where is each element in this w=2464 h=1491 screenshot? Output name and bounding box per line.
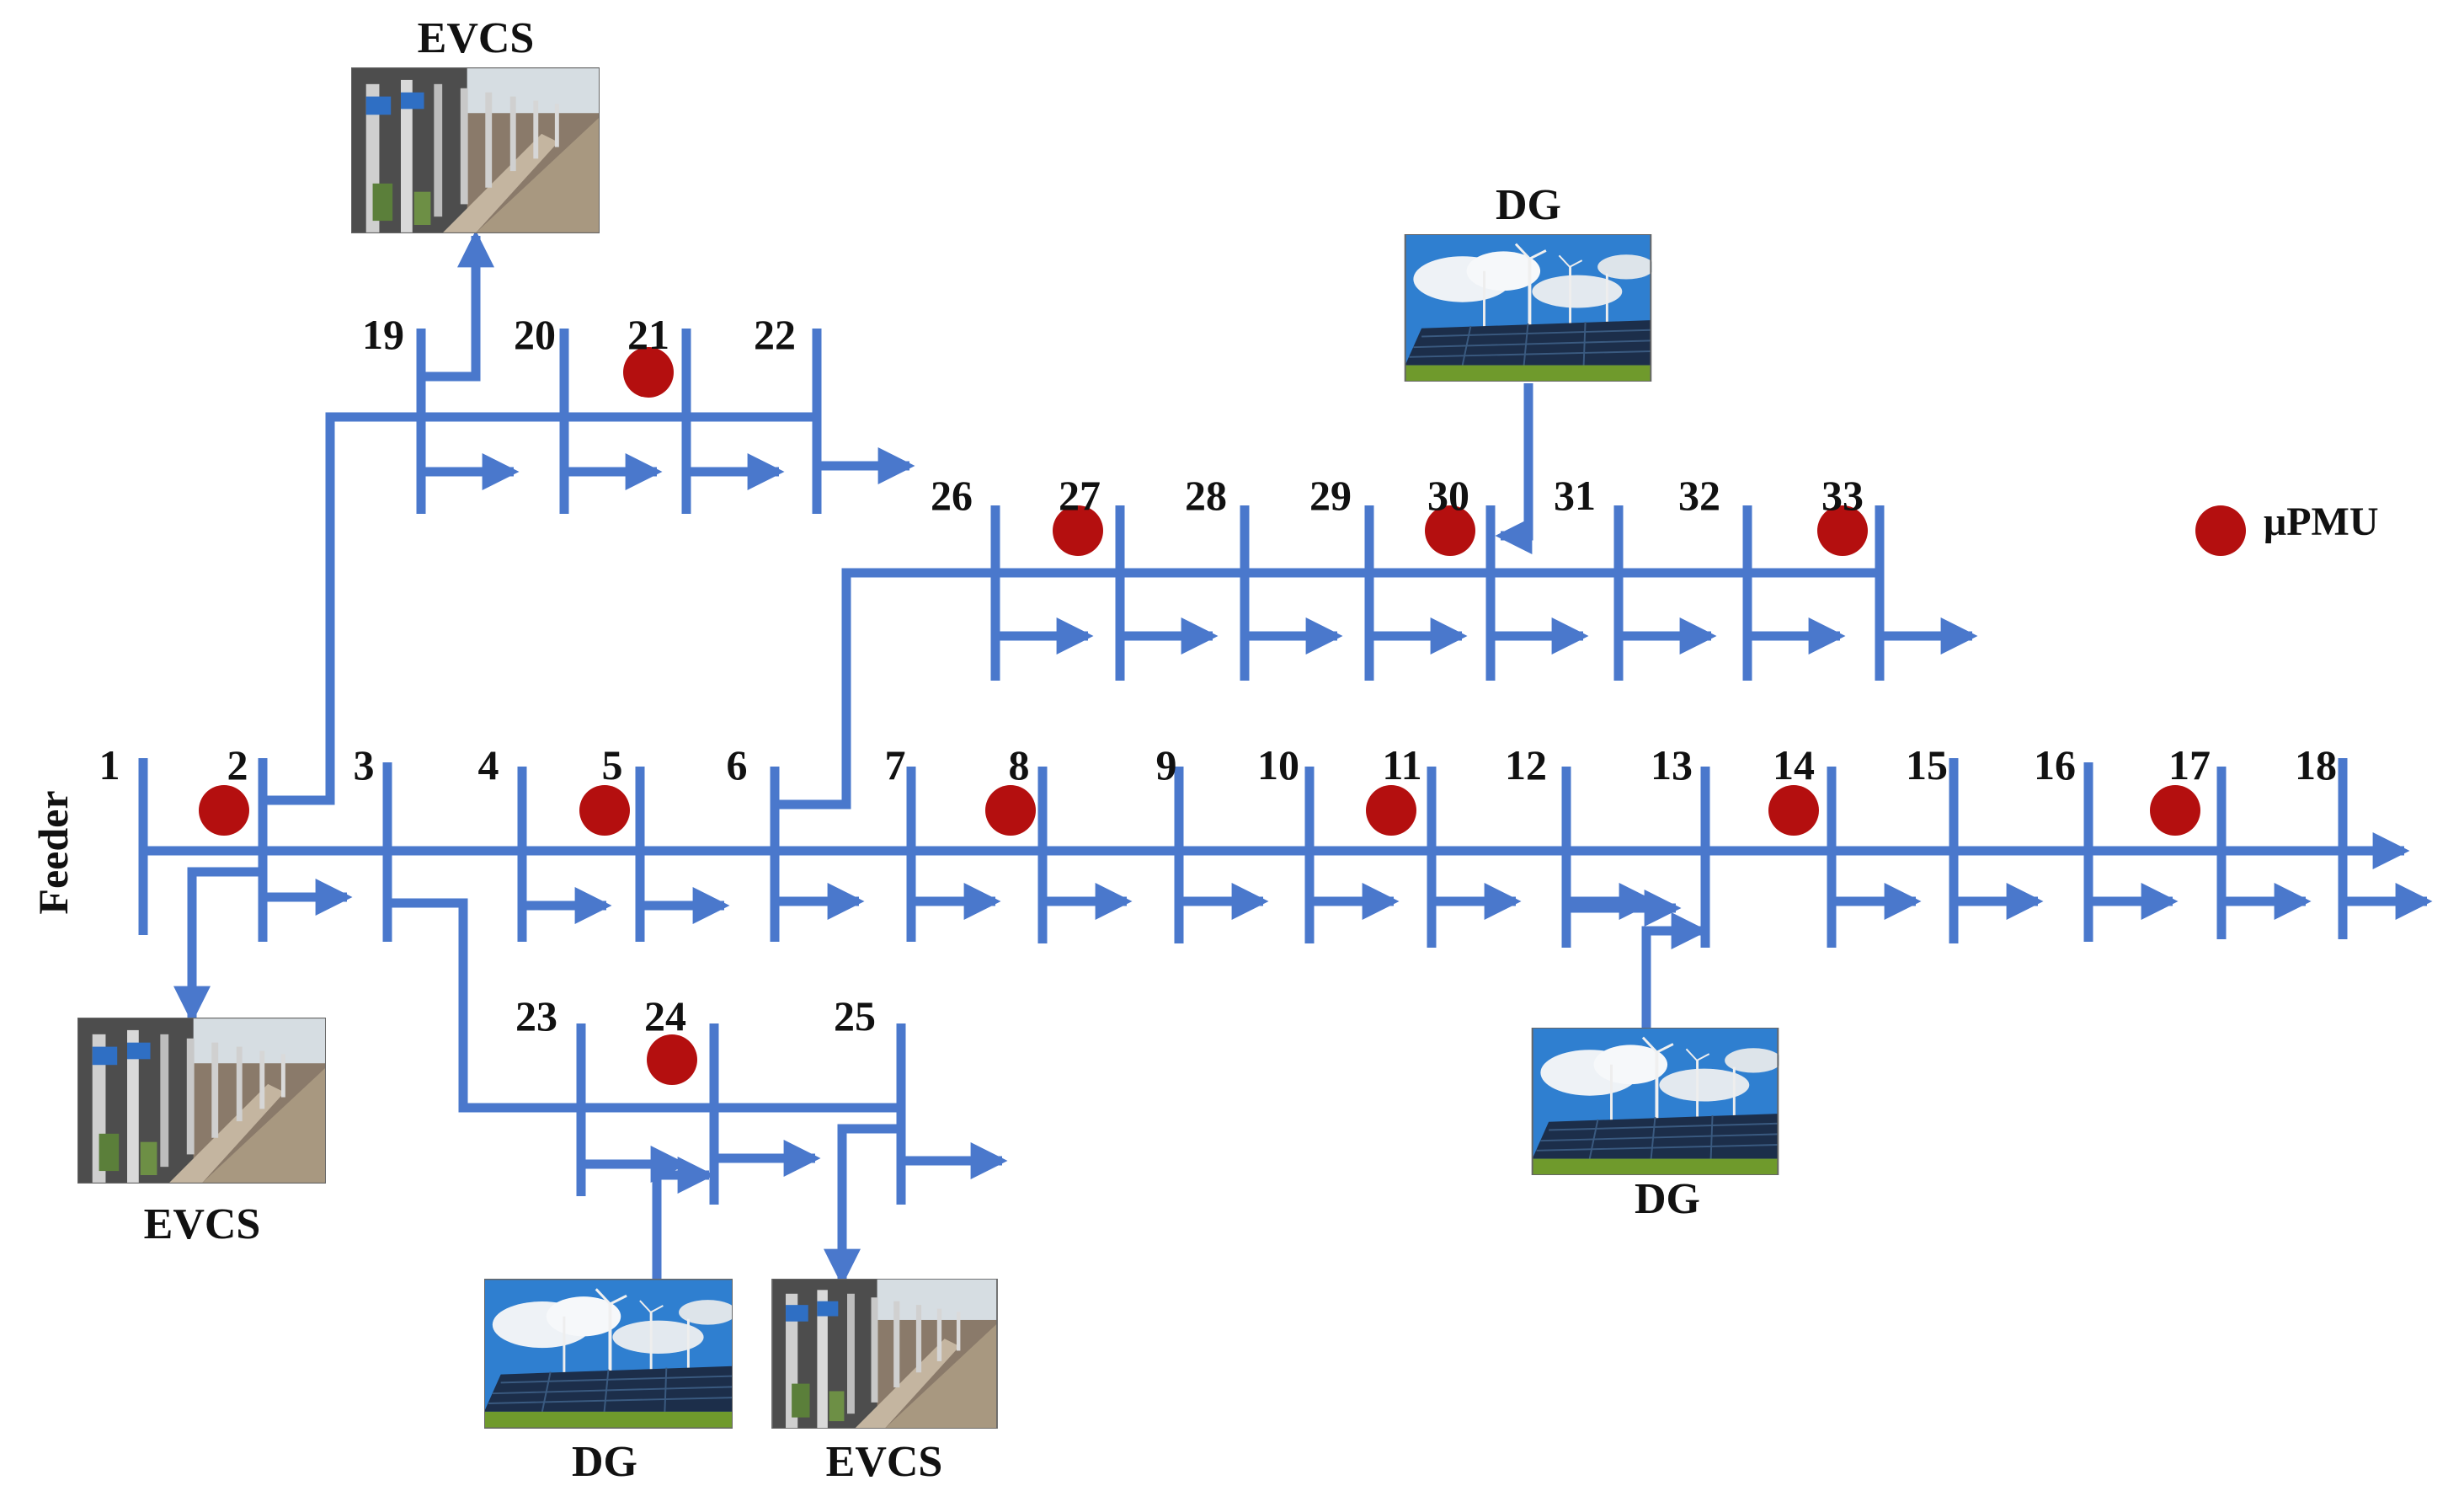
dg-right-feed: [1641, 912, 1709, 1029]
bus-label-3: 3: [354, 741, 375, 788]
dg-right-label: DG: [1635, 1175, 1700, 1223]
bus-label-24: 24: [644, 992, 686, 1039]
bus-label-16: 16: [2034, 741, 2076, 788]
dg-bottom-feed: [652, 1157, 715, 1279]
legend-pmu-marker: [2195, 505, 2246, 556]
network-lines: [138, 230, 2433, 1286]
branch-26-33: [775, 568, 1882, 810]
bus-label-31: 31: [1554, 472, 1596, 519]
pmu-marker-bus-5: [579, 785, 630, 836]
pmu-marker-bus-2: [199, 785, 249, 836]
pmu-marker-bus-33: [1817, 505, 1868, 556]
evcs-top: EVCS: [351, 14, 600, 233]
bus-label-10: 10: [1257, 741, 1299, 788]
pmu-marker-bus-17: [2150, 785, 2200, 836]
dg-bottom: DG: [484, 1279, 733, 1486]
pmu-marker-bus-11: [1366, 785, 1416, 836]
bus-label-27: 27: [1059, 472, 1101, 519]
bus-label-20: 20: [514, 311, 556, 358]
evcs-bottom: EVCS: [771, 1279, 998, 1486]
bus-label-18: 18: [2295, 741, 2337, 788]
evcs-bottom-label: EVCS: [826, 1438, 943, 1486]
bus-label-26: 26: [931, 472, 973, 519]
evcs-left-feed: [173, 867, 263, 1023]
bus-label-22: 22: [754, 311, 796, 358]
bus-label-13: 13: [1651, 741, 1693, 788]
bus-label-12: 12: [1505, 741, 1547, 788]
dg-bottom-label: DG: [572, 1438, 637, 1486]
dg-right: DG: [1531, 1028, 1779, 1223]
branch-19-22-riser: [263, 412, 813, 805]
bus-label-9: 9: [1156, 741, 1177, 788]
pmu-marker-bus-8: [985, 785, 1036, 836]
bus-label-33: 33: [1821, 472, 1864, 519]
pmu-markers: [199, 347, 2200, 1085]
legend: μPMU: [2195, 500, 2379, 556]
bus-label-8: 8: [1009, 741, 1030, 788]
pmu-marker-bus-21: [623, 347, 674, 398]
evcs-top-label: EVCS: [418, 14, 535, 62]
pmu-marker-bus-14: [1768, 785, 1819, 836]
bus-label-29: 29: [1309, 472, 1352, 519]
bus-label-28: 28: [1185, 472, 1227, 519]
bus-label-19: 19: [362, 311, 404, 358]
solar-wind-generation-icon: [484, 1279, 733, 1429]
bus-label-23: 23: [515, 992, 557, 1039]
bus-label-6: 6: [727, 741, 748, 788]
bus-label-15: 15: [1906, 741, 1948, 788]
pmu-marker-bus-24: [647, 1034, 697, 1085]
bus-label-2: 2: [227, 741, 248, 788]
bus-label-11: 11: [1382, 741, 1421, 788]
branch-23-25: [387, 898, 905, 1113]
bus-labels: 1 2 3 4 5 6 7 8 9 10 11 12 13 14 15 16 1…: [99, 311, 2338, 1039]
bus-label-21: 21: [627, 311, 669, 358]
pmu-marker-bus-27: [1053, 505, 1103, 556]
pmu-marker-bus-30: [1425, 505, 1475, 556]
solar-wind-generation-icon: [1404, 234, 1652, 382]
evcs-bottom-feed: [824, 1124, 901, 1286]
feeder-label: Feeder: [29, 790, 77, 914]
bus-label-17: 17: [2168, 741, 2211, 788]
ev-charging-station-icon: [77, 1018, 326, 1184]
bus-label-32: 32: [1678, 472, 1720, 519]
bus-label-30: 30: [1427, 472, 1469, 519]
dg-top: DG: [1404, 181, 1652, 382]
solar-wind-generation-icon: [1531, 1028, 1779, 1175]
evcs-top-feed: [421, 230, 494, 382]
ev-charging-station-icon: [771, 1279, 998, 1429]
bus-label-25: 25: [834, 992, 876, 1039]
bus-label-5: 5: [602, 741, 623, 788]
bus-label-14: 14: [1773, 741, 1815, 788]
legend-pmu-label: μPMU: [2264, 500, 2379, 544]
ev-charging-station-icon: [351, 67, 600, 233]
dg-top-feed: [1495, 383, 1533, 554]
evcs-left-label: EVCS: [144, 1200, 261, 1248]
bus-label-1: 1: [99, 741, 120, 788]
bus-label-7: 7: [885, 741, 906, 788]
evcs-left: EVCS: [77, 1018, 326, 1248]
dg-top-label: DG: [1496, 181, 1561, 229]
bus-label-4: 4: [478, 741, 499, 788]
